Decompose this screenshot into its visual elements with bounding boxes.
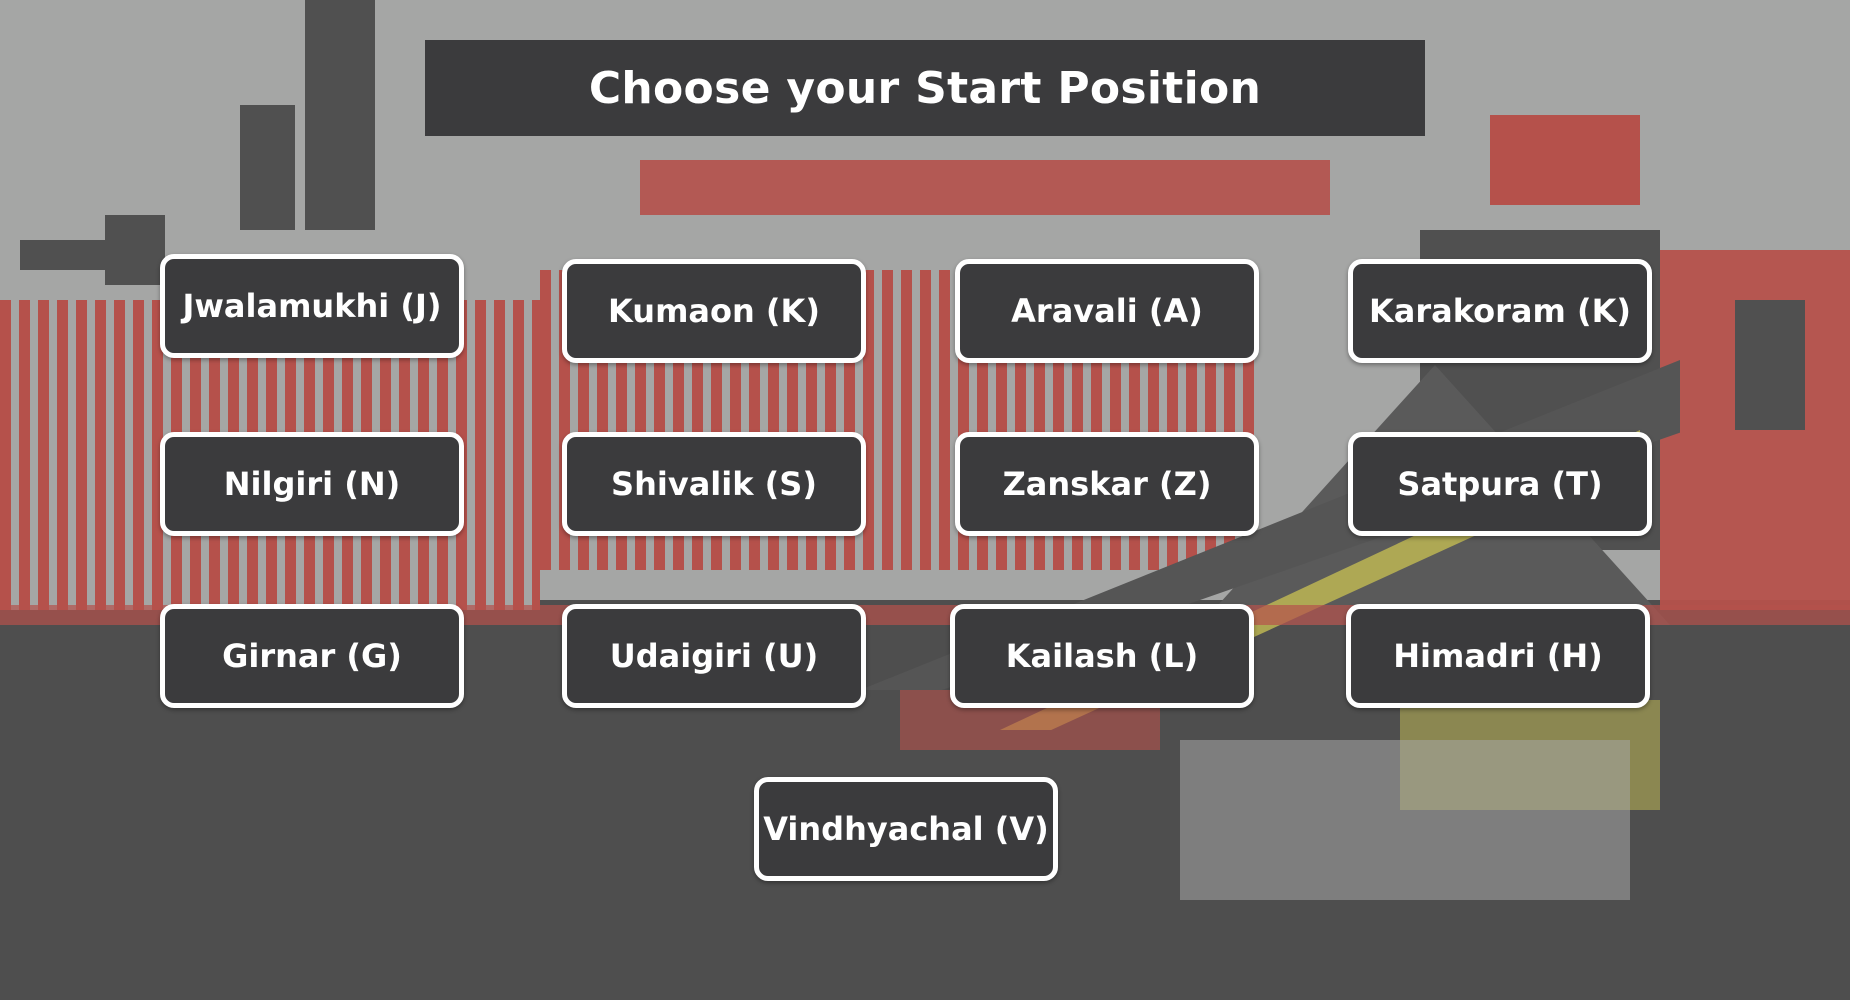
start-position-satpura-button[interactable]: Satpura (T): [1348, 432, 1652, 536]
background-tower: [305, 0, 375, 230]
start-position-aravali-button[interactable]: Aravali (A): [955, 259, 1259, 363]
background-ground-patch: [1180, 740, 1630, 900]
start-position-karakoram-button[interactable]: Karakoram (K): [1348, 259, 1652, 363]
start-position-kumaon-button[interactable]: Kumaon (K): [562, 259, 866, 363]
page-title: Choose your Start Position: [425, 40, 1425, 136]
background-block: [20, 240, 135, 270]
start-position-vindhyachal-button[interactable]: Vindhyachal (V): [754, 777, 1058, 881]
start-position-zanskar-button[interactable]: Zanskar (Z): [955, 432, 1259, 536]
background-red-block: [1490, 115, 1640, 205]
start-position-udaigiri-button[interactable]: Udaigiri (U): [562, 604, 866, 708]
background-block: [240, 105, 295, 230]
background-window: [1735, 300, 1805, 430]
background-ledge: [640, 215, 1330, 245]
start-position-jwalamukhi-button[interactable]: Jwalamukhi (J): [160, 254, 464, 358]
start-position-nilgiri-button[interactable]: Nilgiri (N): [160, 432, 464, 536]
start-position-kailash-button[interactable]: Kailash (L): [950, 604, 1254, 708]
start-position-himadri-button[interactable]: Himadri (H): [1346, 604, 1650, 708]
start-position-shivalik-button[interactable]: Shivalik (S): [562, 432, 866, 536]
start-position-girnar-button[interactable]: Girnar (G): [160, 604, 464, 708]
